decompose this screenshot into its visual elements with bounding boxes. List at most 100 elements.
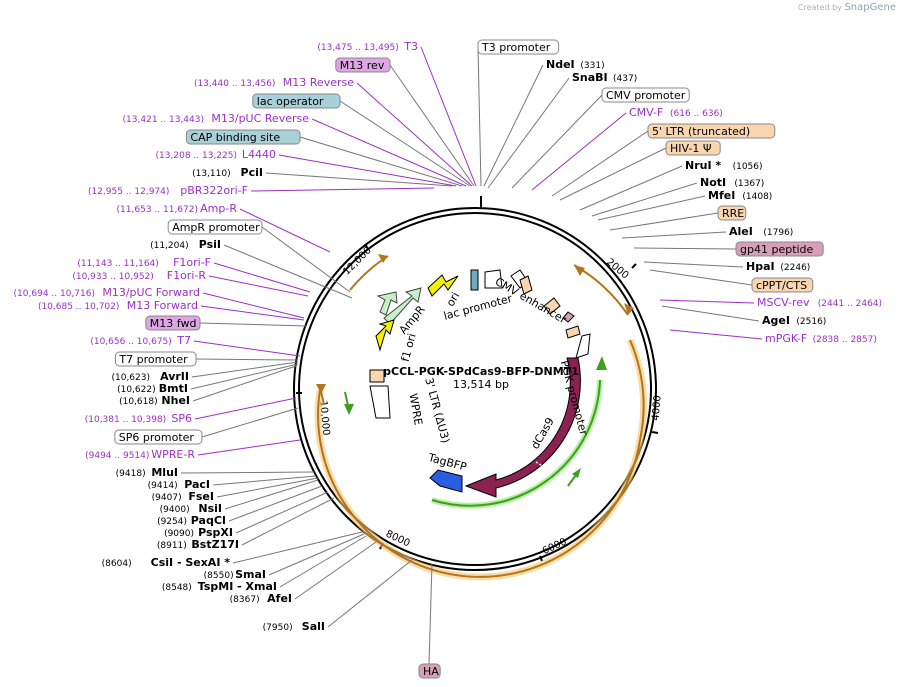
- left-label-10-leader: [261, 226, 351, 293]
- bottom-label-ha[interactable]: HA: [418, 663, 441, 679]
- right-label-11-leader: [621, 231, 727, 239]
- left-label-1[interactable]: M13 rev: [335, 57, 391, 73]
- left-label-33-name: SmaI: [235, 568, 266, 581]
- right-label-4[interactable]: CMV-F(616 .. 636): [629, 106, 723, 119]
- left-label-22[interactable]: SP6(10,381 .. 10,398): [85, 412, 192, 425]
- green-arrowhead-2: [596, 356, 607, 370]
- right-label-7[interactable]: NruI *(1056): [685, 159, 763, 172]
- right-label-4-coords: (616 .. 636): [670, 109, 723, 119]
- left-label-8-leader: [250, 187, 435, 192]
- right-label-17[interactable]: mPGK-F(2838 .. 2857): [765, 332, 877, 345]
- right-label-2-coords: (437): [613, 74, 637, 84]
- left-label-15[interactable]: M13 Forward(10,685 .. 10,702): [38, 299, 198, 312]
- left-label-29[interactable]: PaqCI(9254): [157, 514, 226, 527]
- left-label-6[interactable]: L4440(13,208 .. 13,225): [156, 148, 276, 161]
- left-label-16-text: M13 fwd: [150, 317, 197, 330]
- right-label-12-text: gp41 peptide: [740, 243, 814, 256]
- right-label-3[interactable]: CMV promoter: [601, 87, 690, 103]
- left-label-9[interactable]: Amp-R(11,653 .. 11,672): [117, 202, 238, 215]
- left-label-8-coords: (12,955 .. 12,974): [88, 187, 169, 197]
- right-label-10[interactable]: RRE: [717, 205, 747, 221]
- right-label-5[interactable]: 5' LTR (truncated): [647, 123, 776, 139]
- cppt-arc: [629, 339, 645, 441]
- left-label-25[interactable]: MluI(9418): [116, 466, 178, 479]
- right-label-15[interactable]: MSCV-rev(2441 .. 2464): [757, 296, 882, 309]
- right-label-7-coords: (1056): [733, 162, 763, 172]
- ori-yellow-arrow: [427, 274, 459, 297]
- left-label-17[interactable]: T7(10,656 .. 10,675): [90, 334, 191, 347]
- left-label-1-text: M13 rev: [340, 59, 385, 72]
- right-label-2-name: SnaBI: [572, 71, 608, 84]
- left-label-24[interactable]: WPRE-R(9494 .. 9514): [85, 448, 195, 461]
- left-label-4-leader: [311, 118, 467, 187]
- left-label-18[interactable]: T7 promoter: [114, 351, 197, 367]
- dcas9-junction: [535, 461, 547, 469]
- left-label-2[interactable]: M13 Reverse(13,440 .. 13,456): [194, 76, 354, 89]
- left-label-27[interactable]: FseI(9407): [152, 490, 214, 503]
- left-label-20-leader: [190, 363, 299, 390]
- right-label-9[interactable]: MfeI(1408): [708, 189, 772, 202]
- left-label-26[interactable]: PacI(9414): [148, 478, 210, 491]
- right-label-1[interactable]: NdeI(331): [546, 58, 605, 71]
- f1-yellow-arrow: [375, 319, 395, 352]
- left-label-23[interactable]: SP6 promoter: [114, 429, 203, 445]
- left-label-5[interactable]: CAP binding site: [185, 129, 301, 145]
- left-label-4-name: M13/pUC Reverse: [211, 112, 309, 125]
- left-label-16-leader: [199, 322, 307, 327]
- right-label-12[interactable]: gp41 peptide: [735, 241, 824, 257]
- tagbfp-arrow: [429, 469, 463, 493]
- left-label-25-leader: [180, 471, 315, 474]
- left-label-22-name: SP6: [171, 412, 192, 425]
- left-label-11[interactable]: PsiI(11,204): [150, 238, 221, 251]
- right-label-14[interactable]: cPPT/CTS: [751, 277, 814, 293]
- left-label-7-coords: (13,110): [192, 169, 231, 179]
- left-label-33[interactable]: SmaI(8550): [204, 568, 266, 581]
- rre-arrowhead-2: [624, 303, 634, 315]
- right-label-8-name: NotI: [700, 176, 726, 189]
- left-label-19-coords: (10,623): [111, 373, 150, 383]
- ltr-arc: [317, 389, 641, 578]
- left-label-10-box: [167, 219, 263, 235]
- right-label-11[interactable]: AleI(1796): [729, 225, 793, 238]
- green-arrowhead-3: [572, 468, 581, 478]
- right-label-8[interactable]: NotI(1367): [700, 176, 764, 189]
- left-label-16[interactable]: M13 fwd: [145, 315, 201, 331]
- right-label-14-leader: [649, 269, 753, 286]
- left-label-19[interactable]: AvrII (10,623): [111, 370, 189, 383]
- left-label-10[interactable]: AmpR promoter: [167, 219, 263, 235]
- right-label-6-leader: [559, 147, 667, 201]
- left-label-6-leader: [278, 154, 457, 187]
- left-label-19-name: AvrII: [160, 370, 189, 383]
- left-label-12[interactable]: F1ori-F(11,143 .. 11,164): [77, 256, 211, 269]
- right-label-16[interactable]: AgeI(2516): [762, 314, 826, 327]
- left-label-30[interactable]: PspXI(9090): [164, 526, 233, 539]
- left-label-32-coords: (8604): [102, 559, 132, 569]
- right-label-6[interactable]: HIV-1 Ψ: [665, 140, 721, 156]
- right-label-0[interactable]: T3 promoter: [477, 39, 560, 55]
- left-label-20[interactable]: BmtI(10,622): [117, 382, 188, 395]
- left-label-34[interactable]: TspMI - XmaI(8548): [162, 580, 277, 593]
- left-label-29-name: PaqCI: [191, 514, 226, 527]
- left-label-4[interactable]: M13/pUC Reverse(13,421 .. 13,443): [123, 112, 310, 125]
- left-label-21[interactable]: NheI(10,618): [119, 394, 190, 407]
- left-label-8[interactable]: pBR322ori-F(12,955 .. 12,974): [88, 184, 248, 197]
- right-label-14-box: [751, 277, 814, 293]
- left-label-36[interactable]: SalI(7950): [263, 620, 325, 633]
- left-label-13[interactable]: F1ori-R(10,933 .. 10,952): [72, 269, 206, 282]
- left-label-32[interactable]: CsiI - SexAI *(8604): [102, 556, 231, 569]
- left-label-21-coords: (10,618): [119, 397, 158, 407]
- right-label-5-box: [647, 123, 776, 139]
- right-label-2[interactable]: SnaBI (437): [572, 71, 637, 84]
- right-label-13-name: HpaI: [746, 260, 775, 273]
- left-label-35[interactable]: AfeI(8367): [230, 592, 292, 605]
- left-label-0[interactable]: T3(13,475 .. 13,495): [317, 40, 418, 53]
- ori-arrowhead: [378, 254, 388, 263]
- left-label-3[interactable]: lac operator: [252, 93, 341, 109]
- left-label-31[interactable]: BstZ17I(8911): [157, 538, 239, 551]
- left-label-14[interactable]: M13/pUC Forward(10,694 .. 10,716): [14, 286, 200, 299]
- left-label-28[interactable]: NsiI(9400): [160, 502, 222, 515]
- left-label-7[interactable]: PciI(13,110): [192, 166, 263, 179]
- right-label-13[interactable]: HpaI(2246): [746, 260, 810, 273]
- left-label-14-leader: [202, 292, 305, 319]
